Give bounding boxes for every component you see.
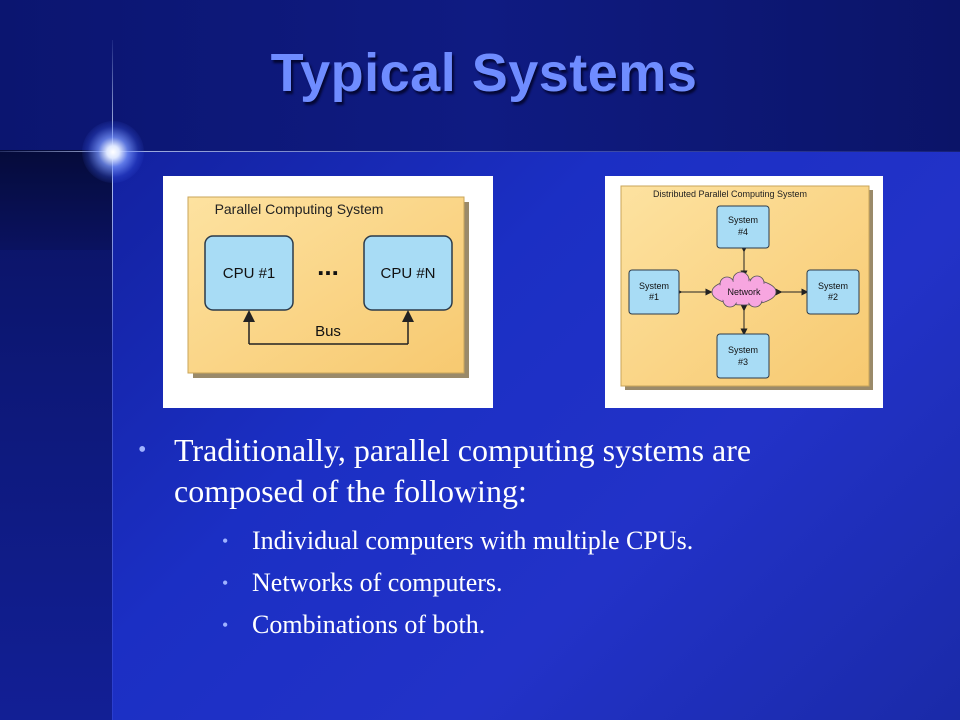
distributed-system-title: Distributed Parallel Computing System — [653, 189, 807, 199]
system-right-box — [806, 269, 860, 315]
bullet-icon: • — [222, 615, 229, 635]
bullet-icon: • — [138, 437, 147, 463]
distributed-system-svg: Distributed Parallel Computing System Ne… — [620, 185, 873, 390]
sub-bullet-text: Networks of computers. — [252, 568, 503, 597]
background-top — [0, 0, 960, 152]
sub-bullet-item: • Networks of computers. — [174, 562, 858, 604]
bullet-main: • Traditionally, parallel computing syst… — [138, 430, 858, 646]
sub-bullet-item: • Individual computers with multiple CPU… — [174, 520, 858, 562]
system-right-number: #2 — [828, 292, 838, 302]
system-left-label: System — [639, 281, 669, 291]
system-right-label: System — [818, 281, 848, 291]
system-top-number: #4 — [738, 227, 748, 237]
sub-bullet-list: • Individual computers with multiple CPU… — [174, 520, 858, 646]
cpu-first-label: CPU #1 — [223, 265, 276, 282]
system-left-number: #1 — [649, 292, 659, 302]
decorative-vertical-line — [112, 40, 113, 720]
bus-label: Bus — [315, 323, 341, 340]
bullet-list: • Traditionally, parallel computing syst… — [138, 430, 858, 646]
bullet-main-text: Traditionally, parallel computing system… — [174, 432, 752, 509]
slide-title: Typical Systems — [270, 43, 698, 103]
network-cloud — [711, 271, 777, 308]
parallel-system-title: Parallel Computing System — [215, 201, 384, 217]
cpu-ellipsis: ... — [317, 251, 339, 281]
system-top-box — [716, 205, 770, 249]
sub-bullet-item: • Combinations of both. — [174, 604, 858, 646]
sub-bullet-text: Combinations of both. — [252, 610, 486, 639]
decorative-horizontal-line — [0, 151, 960, 152]
system-top-label: System — [728, 215, 758, 225]
parallel-system-diagram: Parallel Computing System CPU #1 CPU #N … — [163, 176, 493, 408]
bullet-icon: • — [222, 573, 229, 593]
system-bottom-number: #3 — [738, 357, 748, 367]
system-bottom-box — [716, 333, 770, 379]
cpu-last-label: CPU #N — [380, 265, 435, 282]
sub-bullet-text: Individual computers with multiple CPUs. — [252, 526, 694, 555]
lens-flare-icon — [82, 121, 144, 183]
bullet-icon: • — [222, 531, 229, 551]
parallel-system-svg: Parallel Computing System CPU #1 CPU #N … — [187, 196, 469, 378]
system-left-box — [628, 269, 680, 315]
distributed-system-diagram: Distributed Parallel Computing System Ne… — [605, 176, 883, 408]
network-label: Network — [727, 287, 761, 297]
system-bottom-label: System — [728, 345, 758, 355]
